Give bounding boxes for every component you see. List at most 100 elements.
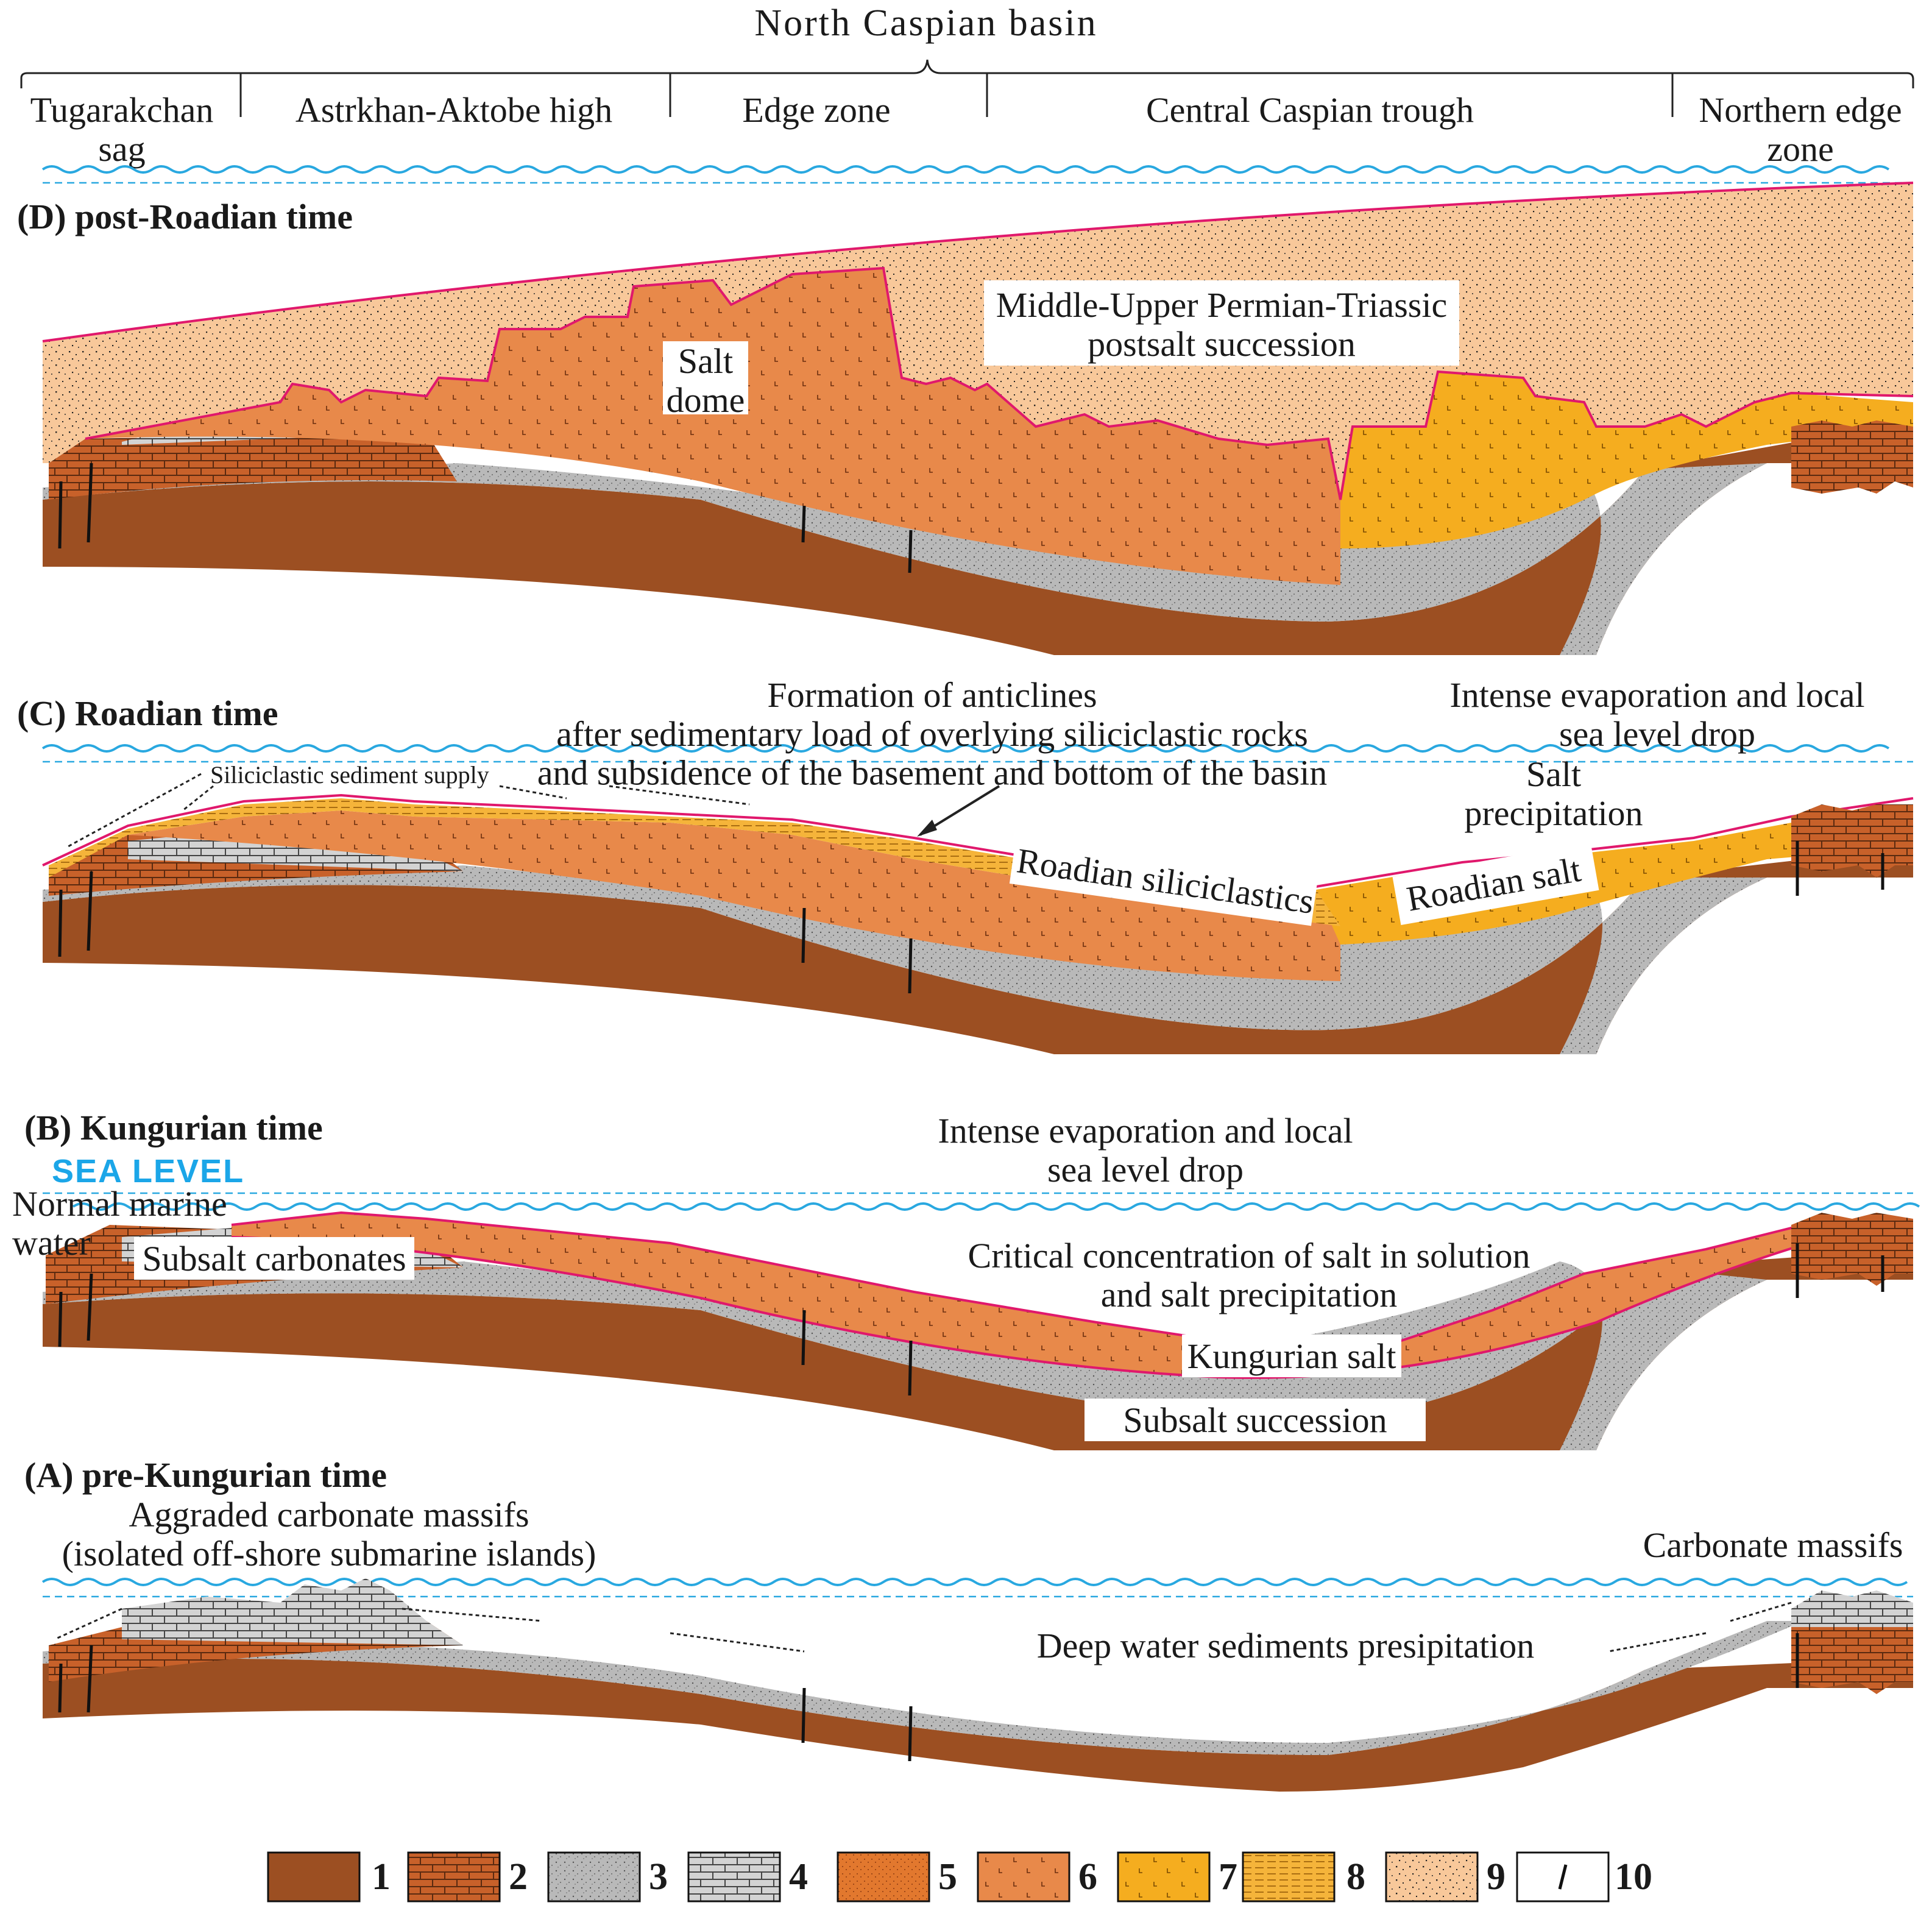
anticlines-arrowhead xyxy=(917,820,937,837)
sediment-arrow xyxy=(402,1608,543,1622)
fault xyxy=(908,1706,913,1762)
deep-water-label: Deep water sediments presipitation xyxy=(1037,1626,1535,1665)
salt-layer-d xyxy=(85,268,1340,585)
top-surface-c xyxy=(42,793,1914,888)
sea-level-label: SEA LEVEL xyxy=(52,1153,244,1190)
legend-number: 10 xyxy=(1615,1856,1652,1898)
sea-surface xyxy=(41,165,1890,174)
label-box xyxy=(984,280,1459,366)
basement xyxy=(43,847,1913,1054)
zone-label: Astrkhan-Aktobe high xyxy=(295,90,612,130)
fault xyxy=(87,1273,93,1341)
fault xyxy=(908,530,913,573)
basement xyxy=(43,1658,1913,1792)
supply-arrow xyxy=(66,773,202,848)
yellow-salt-d xyxy=(1340,372,1913,548)
fault xyxy=(87,1645,93,1713)
legend-swatch-brick xyxy=(407,1851,501,1902)
roadian-siliciclastics xyxy=(49,798,1340,926)
legend-number: 4 xyxy=(789,1856,808,1898)
sea-surface xyxy=(41,1578,1908,1586)
fault-icon xyxy=(1558,1864,1568,1890)
carbonate-massif-grey xyxy=(122,1578,463,1645)
sediment-arrow xyxy=(54,1608,122,1640)
legend-swatch-grey-dotted xyxy=(547,1851,641,1902)
top-surface-d xyxy=(42,182,1914,342)
kungurian-salt xyxy=(232,1213,1828,1378)
fault xyxy=(58,481,63,549)
fault xyxy=(801,1310,806,1366)
zone-dividers xyxy=(239,73,1674,117)
postsalt-succession xyxy=(43,183,1913,500)
sediment-arrow xyxy=(670,1632,805,1653)
legend-swatch-yellow-salt xyxy=(1117,1851,1211,1902)
panel-title: (A) pre-Kungurian time xyxy=(24,1455,387,1495)
legend-number: 3 xyxy=(649,1856,668,1898)
label-box xyxy=(134,1237,414,1280)
basement xyxy=(43,1249,1913,1450)
panel-c: (C) Roadian time Formation of anticlines… xyxy=(17,675,1914,1054)
legend-number: 7 xyxy=(1219,1856,1237,1898)
subsalt-carbonate-left xyxy=(49,433,457,500)
panel-title: (B) Kungurian time xyxy=(24,1108,323,1147)
sea-surface xyxy=(72,1202,1920,1211)
legend-number: 8 xyxy=(1346,1856,1365,1898)
label-box xyxy=(1392,842,1599,926)
legend-swatch-basement xyxy=(267,1851,361,1902)
legend-swatch-orange-salt xyxy=(977,1851,1070,1902)
subsalt-grey xyxy=(43,463,1767,655)
salt-dome-tall xyxy=(792,271,896,390)
carbonate-massifs-label: Carbonate massifs xyxy=(1643,1525,1903,1565)
fault xyxy=(58,1291,63,1347)
zone-label: Edge zone xyxy=(742,90,890,130)
fault xyxy=(87,463,93,543)
panel-d: (D) post-Roadian time Middle-Upper Permi… xyxy=(17,165,1914,655)
supply-arrow xyxy=(182,785,214,812)
sediment-arrow xyxy=(1608,1632,1707,1653)
subsalt-succession-label: Subsalt succession xyxy=(1123,1400,1387,1440)
supply-arrow xyxy=(609,785,750,806)
legend-swatch-grey-brick xyxy=(687,1851,781,1902)
panel-title: (C) Roadian time xyxy=(17,693,278,733)
legend: 1 2 3 4 5 6 7 8 9 10 xyxy=(267,1851,1652,1902)
zone-label: Central Caspian trough xyxy=(1146,90,1474,130)
northern-massif-a-brick xyxy=(1791,1627,1913,1694)
northern-massif-d xyxy=(1791,420,1913,494)
legend-swatch-orange-dotted xyxy=(837,1851,930,1902)
basement xyxy=(43,420,1913,655)
supply-arrow xyxy=(499,785,567,800)
panel-a: (A) pre-Kungurian time Aggraded carbonat… xyxy=(24,1455,1913,1792)
basin-brace xyxy=(20,59,1914,88)
legend-number: 1 xyxy=(372,1856,391,1898)
salt-top-b xyxy=(231,1211,1804,1342)
fault xyxy=(801,505,806,543)
fault xyxy=(87,871,93,951)
fault xyxy=(801,1687,806,1743)
sea-surface xyxy=(41,744,1890,753)
subsalt-grey xyxy=(43,1621,1803,1755)
subsalt-grey xyxy=(43,865,1767,1054)
northern-massif-a xyxy=(1791,1590,1913,1627)
fault xyxy=(58,1663,63,1713)
legend-number: 6 xyxy=(1078,1856,1097,1898)
fault xyxy=(801,907,806,963)
salt-top-d xyxy=(85,266,1914,500)
salt-layer-c xyxy=(128,810,1340,981)
legend-number: 5 xyxy=(938,1856,957,1898)
label-box xyxy=(1085,1399,1426,1441)
panel-b: (B) Kungurian time SEA LEVEL Intense eva… xyxy=(12,1108,1920,1450)
legend-number: 9 xyxy=(1487,1856,1506,1898)
aggraded-label: Aggraded carbonate massifs(isolated off-… xyxy=(62,1495,596,1573)
legend-swatch-peach-dotted xyxy=(1385,1851,1479,1902)
subsalt-carbonates-label: Subsalt carbonates xyxy=(142,1239,406,1278)
fault xyxy=(58,889,63,957)
